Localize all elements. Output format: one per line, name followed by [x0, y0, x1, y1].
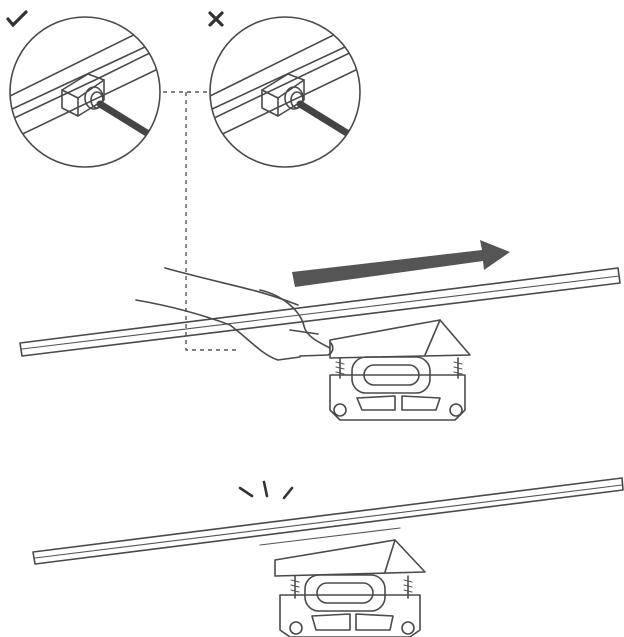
leader-line [163, 91, 238, 351]
detail-correct-panel [6, 10, 161, 168]
mount-wedge-seated [274, 539, 426, 577]
mount-base [329, 356, 466, 421]
panel-plate-seated [32, 477, 624, 565]
mount-base-seated [279, 574, 421, 637]
cable [96, 100, 159, 142]
detail-circle-correct [9, 16, 161, 168]
impact-lines-icon [238, 480, 294, 500]
panel-plate [19, 267, 621, 357]
detail-circle-wrong [209, 16, 361, 168]
step-seated-panel [32, 477, 624, 637]
check-mark-icon [6, 10, 28, 28]
detail-wrong-panel [208, 11, 361, 168]
hand [135, 267, 334, 361]
cross-mark-icon [208, 11, 224, 27]
push-direction-arrow-icon [292, 240, 510, 287]
cable-clip [61, 73, 105, 117]
step-push-panel [19, 240, 621, 421]
mount-wedge [329, 319, 471, 359]
